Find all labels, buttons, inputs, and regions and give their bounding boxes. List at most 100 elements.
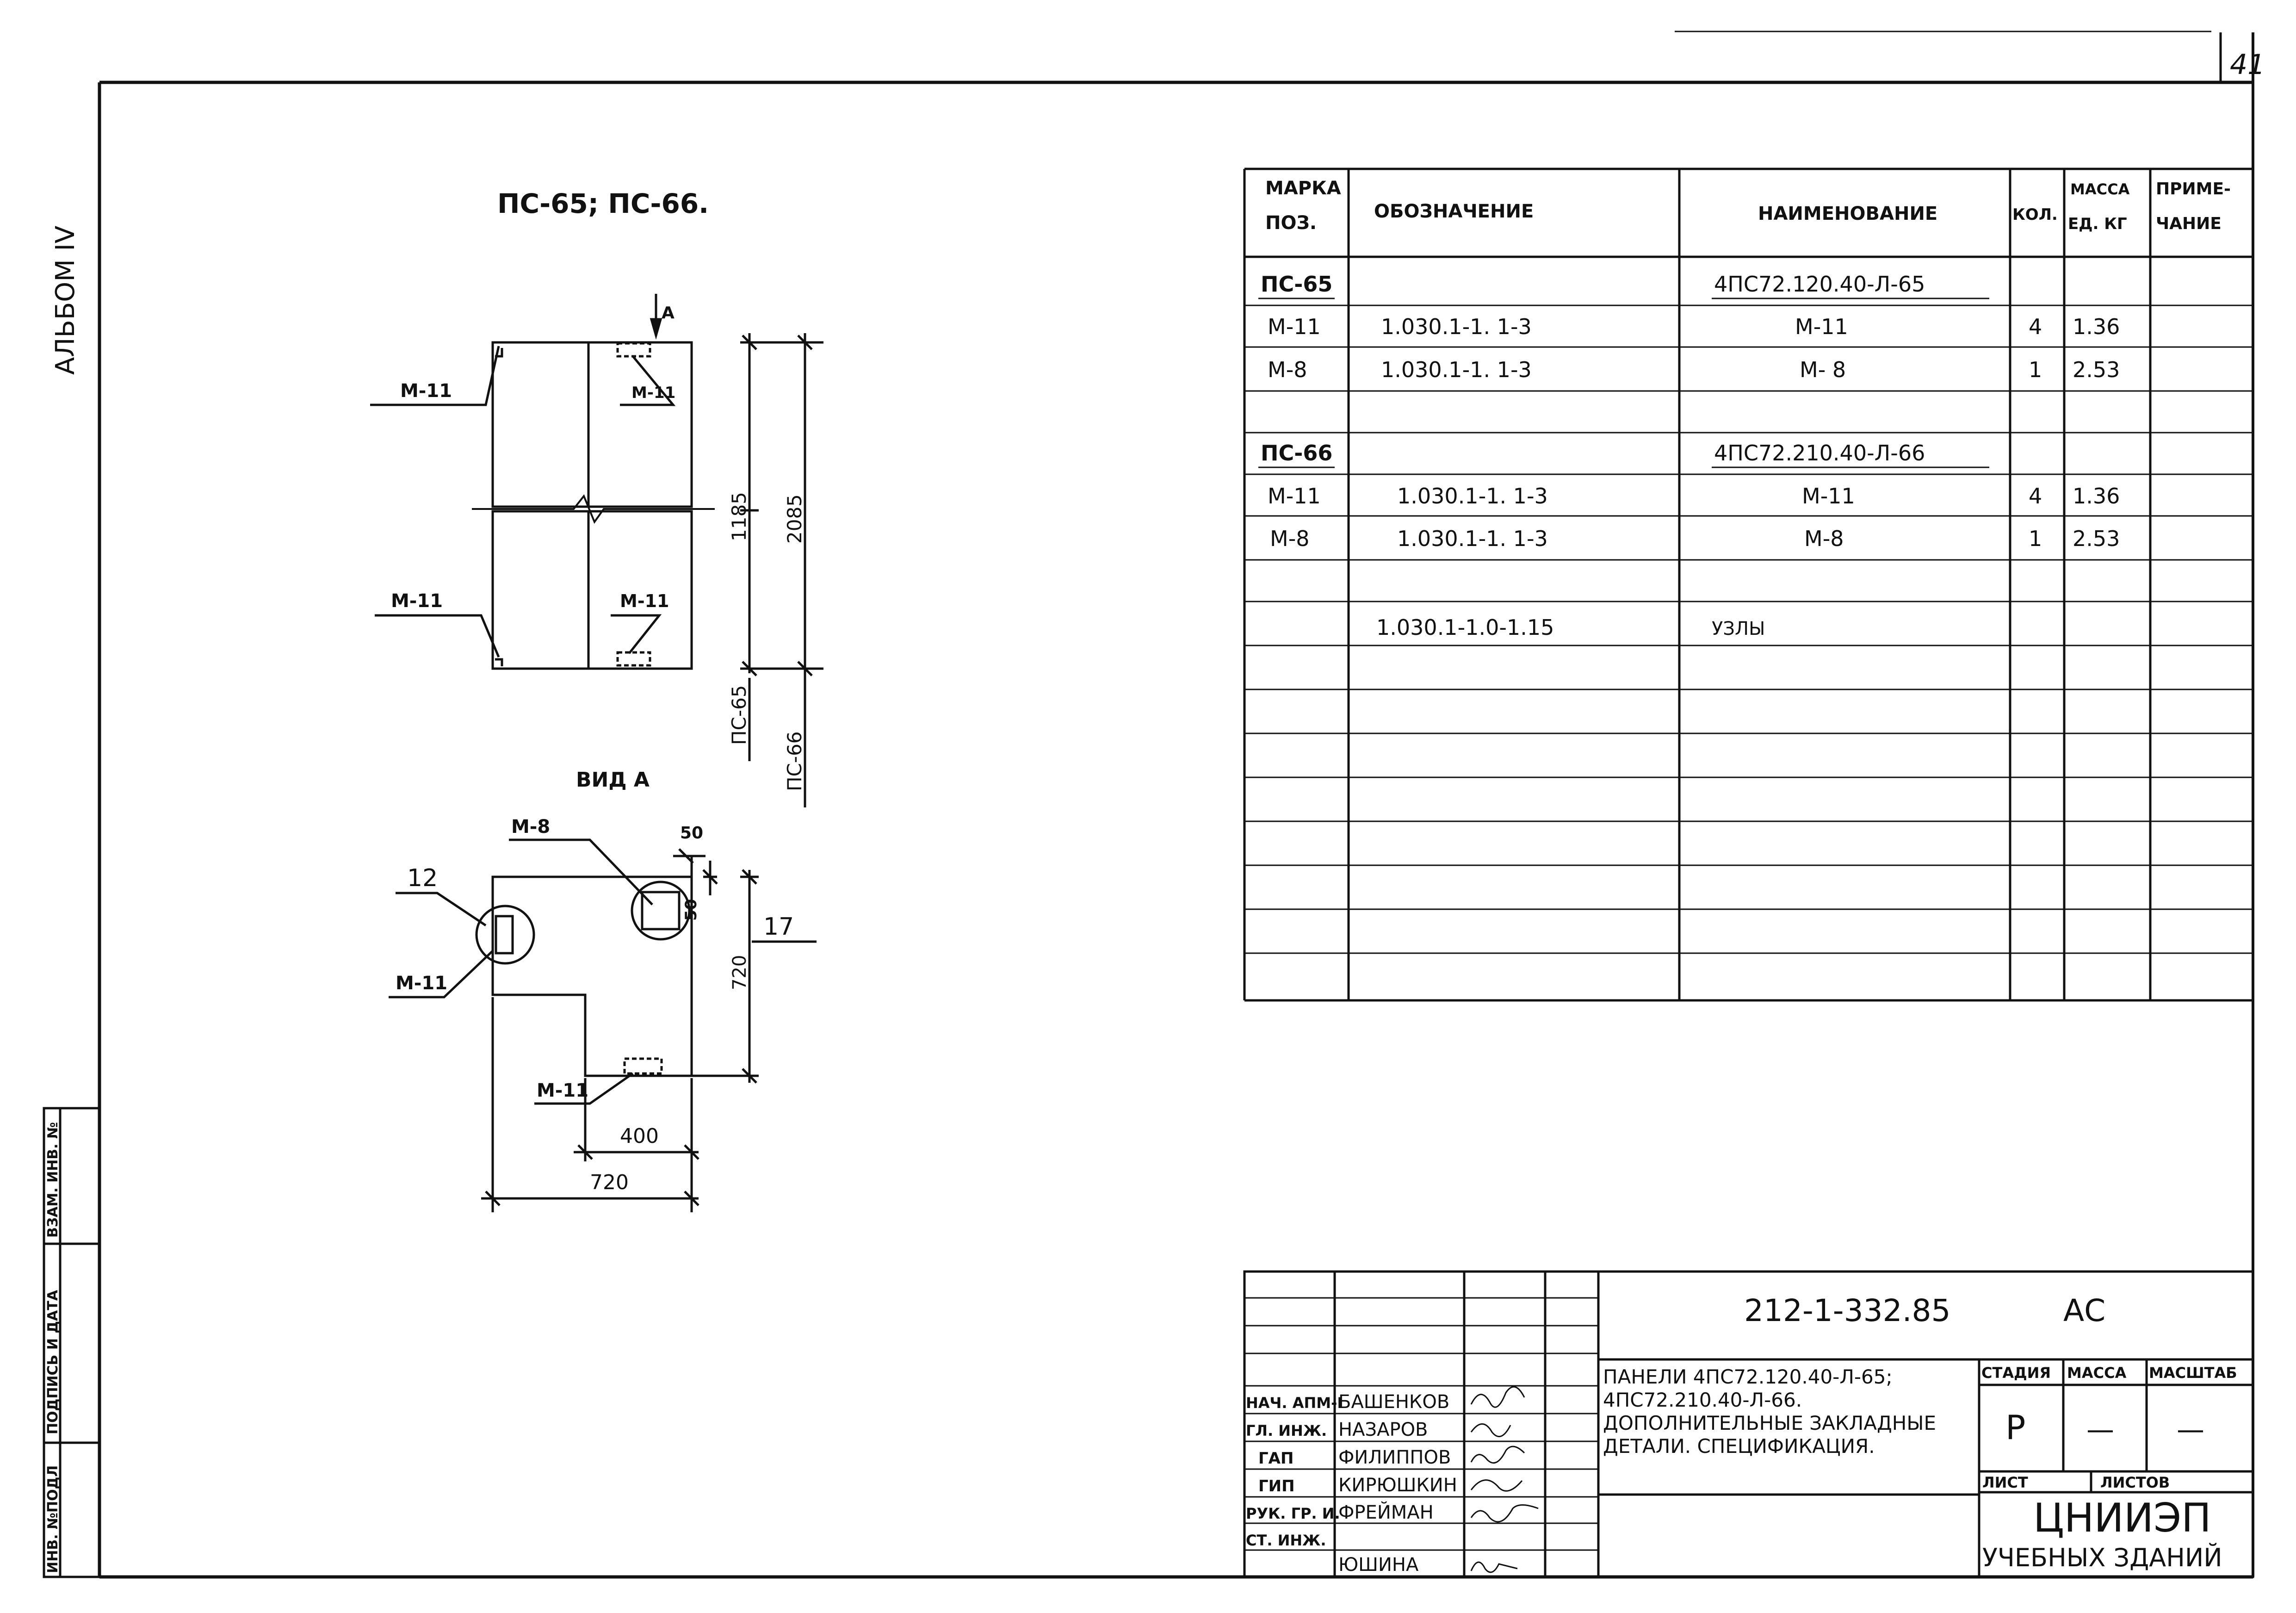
hdr-qty: КОЛ. (2012, 205, 2058, 224)
sheet-number: 41 (2230, 49, 2265, 81)
role-2: ГЛ. ИНЖ. (1246, 1422, 1327, 1439)
row-5-mark: ПС-66 (1261, 440, 1332, 465)
side-stamp-inv: ИНВ. №ПОДЛ (45, 1465, 61, 1573)
person-5: ФРЕЙМАН (1338, 1501, 1434, 1523)
row-9-designation: 1.030.1-1.0-1.15 (1376, 615, 1554, 640)
sheet-label: ЛИСТ (1982, 1474, 2028, 1491)
scale-label: МАСШТАБ (2149, 1364, 2237, 1382)
role-6: СТ. ИНЖ. (1246, 1532, 1326, 1549)
row-7-qty: 1 (2029, 526, 2042, 551)
role-4: ГИП (1258, 1477, 1295, 1495)
label-m11-top-left: М-11 (400, 380, 452, 402)
hdr-mark2: ПОЗ. (1265, 212, 1317, 234)
mass-label: МАССА (2067, 1364, 2127, 1382)
org-name: ЦНИИЭП (2033, 1495, 2211, 1541)
label-m11-bot-right: М-11 (620, 591, 669, 611)
people-list: НАЧ. АПМ-I БАШЕНКОВ ГЛ. ИНЖ. НАЗАРОВ ГАП… (1246, 1391, 1457, 1576)
row-7-name: М-8 (1804, 526, 1844, 551)
row-2-mark: М-11 (1268, 314, 1321, 339)
row-2-designation: 1.030.1-1. 1-3 (1381, 314, 1532, 339)
label-view-m8: М-8 (511, 816, 550, 838)
row-7-mark: М-8 (1270, 526, 1310, 551)
dim-400: 400 (620, 1124, 659, 1148)
org-name-2: УЧЕБНЫХ ЗДАНИЙ (1982, 1543, 2222, 1572)
dim-720-h: 720 (590, 1171, 629, 1194)
doc-sheet-type: АС (2063, 1293, 2105, 1328)
row-1-name: 4ПС72.120.40-Л-65 (1714, 272, 1925, 297)
side-stamp-sign: ПОДПИСЬ И ДАТА (45, 1290, 61, 1434)
sheets-label: ЛИСТОВ (2100, 1474, 2170, 1491)
dim-50-side: 50 (682, 899, 700, 921)
role-1: НАЧ. АПМ-I (1246, 1394, 1343, 1412)
side-stamp-vzam: ВЗАМ. ИНВ. № (45, 1122, 61, 1238)
label-m11-bot-left: М-11 (391, 590, 443, 612)
row-6-qty: 4 (2029, 484, 2042, 509)
mass-value: — (2086, 1414, 2114, 1446)
row-5-name: 4ПС72.210.40-Л-66 (1714, 440, 1925, 465)
hdr-note: ПРИМЕ- (2156, 180, 2231, 199)
spec-table (1243, 168, 2253, 1002)
desc-line-3: ДОПОЛНИТЕЛЬНЫЕ ЗАКЛАДНЫЕ (1603, 1412, 1936, 1434)
role-5: РУК. ГР. И. (1246, 1505, 1340, 1522)
row-3-qty: 1 (2029, 357, 2042, 382)
stage-value: Р (2005, 1408, 2025, 1447)
spec-row-lines (1244, 298, 2253, 954)
hdr-note2: ЧАНИЕ (2156, 214, 2222, 233)
row-6-mass: 1.36 (2073, 484, 2120, 509)
label-view-12: 12 (407, 864, 438, 892)
signatures (1470, 1386, 1539, 1573)
dim-pc65: ПС-65 (728, 685, 750, 745)
view-title: ВИД А (576, 768, 650, 792)
side-stamp (43, 1107, 101, 1578)
label-view-17: 17 (763, 913, 794, 941)
hdr-name: НАИМЕНОВАНИЕ (1758, 203, 1937, 224)
label-m11-top-right: М-11 (631, 384, 675, 402)
person-3: ФИЛИППОВ (1338, 1447, 1451, 1468)
hdr-designation: ОБОЗНАЧЕНИЕ (1374, 201, 1534, 222)
panel-elevation (370, 294, 823, 807)
title-block-rows (1244, 1297, 1598, 1551)
view-a (389, 838, 817, 1212)
spec-rows: ПС-65 4ПС72.120.40-Л-65 М-11 1.030.1-1. … (1261, 272, 2120, 640)
dim-2085: 2085 (783, 494, 806, 544)
row-6-mark: М-11 (1268, 484, 1321, 509)
row-6-designation: 1.030.1-1. 1-3 (1397, 484, 1548, 509)
row-3-designation: 1.030.1-1. 1-3 (1381, 357, 1532, 382)
label-view-m11-left: М-11 (396, 973, 447, 994)
person-1: БАШЕНКОВ (1338, 1391, 1449, 1413)
row-2-mass: 1.36 (2073, 314, 2120, 339)
row-3-name: М- 8 (1800, 357, 1846, 382)
hdr-mark: МАРКА (1265, 178, 1341, 199)
dim-pc66: ПС-66 (783, 731, 806, 791)
label-view-m11-bottom: М-11 (537, 1080, 588, 1101)
desc-line-4: ДЕТАЛИ. СПЕЦИФИКАЦИЯ. (1603, 1435, 1875, 1458)
dim-720-v: 720 (729, 955, 750, 990)
person-6: ЮШИНА (1338, 1554, 1419, 1576)
row-7-mass: 2.53 (2073, 526, 2120, 551)
album-label: АЛЬБОМ IV (50, 226, 80, 375)
drawing-title: ПС-65; ПС-66. (497, 188, 709, 219)
dim-1185: 1185 (728, 492, 750, 541)
row-1-mark: ПС-65 (1261, 272, 1332, 297)
row-2-name: М-11 (1795, 314, 1848, 339)
label-arrow-a: А (662, 304, 675, 323)
doc-code: 212-1-332.85 (1744, 1293, 1951, 1328)
row-3-mass: 2.53 (2073, 357, 2120, 382)
desc-line-2: 4ПС72.210.40-Л-66. (1603, 1389, 1802, 1411)
scale-value: — (2177, 1414, 2204, 1446)
row-9-name: УЗЛЫ (1712, 618, 1765, 639)
desc-line-1: ПАНЕЛИ 4ПС72.120.40-Л-65; (1603, 1365, 1893, 1388)
dim-50-top: 50 (680, 824, 703, 843)
row-7-designation: 1.030.1-1. 1-3 (1397, 526, 1548, 551)
row-2-qty: 4 (2029, 314, 2042, 339)
row-3-mark: М-8 (1268, 357, 1307, 382)
row-6-name: М-11 (1802, 484, 1855, 509)
role-3: ГАП (1258, 1449, 1293, 1468)
stage-label: СТАДИЯ (1981, 1364, 2051, 1382)
sheet-frame (98, 31, 2254, 1579)
title-block (1243, 1270, 2254, 1578)
person-2: НАЗАРОВ (1338, 1419, 1428, 1440)
hdr-mass: МАССА (2070, 180, 2130, 198)
hdr-mass2: ЕД. КГ (2068, 215, 2127, 233)
